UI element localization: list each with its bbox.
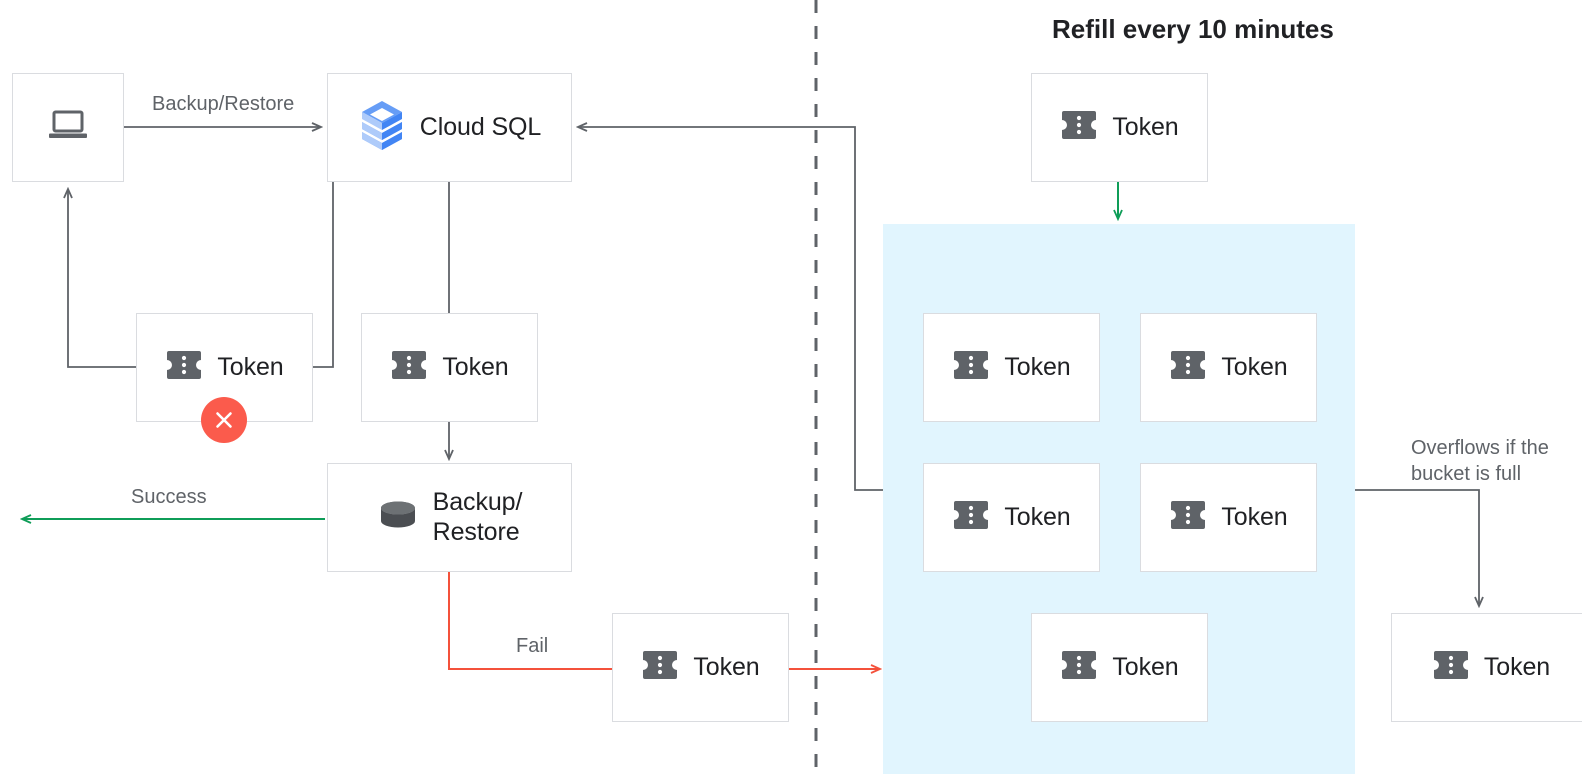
node-token-mid[interactable]: Token (361, 313, 538, 422)
cloud-sql-icon (358, 99, 406, 156)
node-label: Token (693, 652, 760, 681)
token-icon (390, 349, 428, 386)
node-token-overflow[interactable]: Token (1391, 613, 1582, 722)
node-label: Token (1112, 112, 1179, 141)
node-backup-restore[interactable]: Backup/ Restore (327, 463, 572, 572)
bucket-token-3[interactable]: Token (923, 463, 1100, 572)
node-label: Token (1004, 502, 1071, 531)
token-icon (641, 649, 679, 686)
edge-label-success: Success (131, 486, 207, 508)
edge-token-failed-to-workstation (68, 189, 136, 368)
node-label: Token (1004, 352, 1071, 381)
edge-label-backup-restore: Backup/Restore (152, 93, 295, 115)
token-icon (952, 499, 990, 536)
node-token-fail-output[interactable]: Token (612, 613, 789, 722)
diagram-title: Refill every 10 minutes (1052, 14, 1334, 44)
node-label: Token (1221, 502, 1288, 531)
token-icon (1060, 649, 1098, 686)
bucket-token-2[interactable]: Token (1140, 313, 1317, 422)
node-label: Token (217, 352, 284, 381)
node-token-refill[interactable]: Token (1031, 73, 1208, 182)
bucket-token-5[interactable]: Token (1031, 613, 1208, 722)
node-label: Token (1112, 652, 1179, 681)
token-icon (1060, 109, 1098, 146)
node-label: Backup/ Restore (432, 488, 523, 546)
error-x-badge (201, 397, 247, 443)
edge-label-fail: Fail (516, 635, 549, 657)
bucket-token-4[interactable]: Token (1140, 463, 1317, 572)
bucket-token-1[interactable]: Token (923, 313, 1100, 422)
node-label: Token (1221, 352, 1288, 381)
edge-label-overflow: Overflows if the bucket is full (1411, 437, 1549, 485)
token-icon (1432, 649, 1470, 686)
node-label: Cloud SQL (419, 112, 542, 141)
edge-overflow (1355, 489, 1479, 606)
edge-bucket-to-cloudsql (578, 127, 883, 491)
database-icon (377, 499, 419, 536)
token-icon (952, 349, 990, 386)
token-icon (1169, 499, 1207, 536)
laptop-icon (48, 109, 88, 146)
token-icon (165, 349, 203, 386)
close-icon (216, 412, 232, 428)
node-cloud-sql[interactable]: Cloud SQL (327, 73, 572, 182)
token-icon (1169, 349, 1207, 386)
edge-cloudsql-to-token-failed (313, 182, 334, 368)
node-label: Token (442, 352, 509, 381)
node-workstation[interactable] (12, 73, 124, 182)
node-label: Token (1483, 652, 1551, 681)
